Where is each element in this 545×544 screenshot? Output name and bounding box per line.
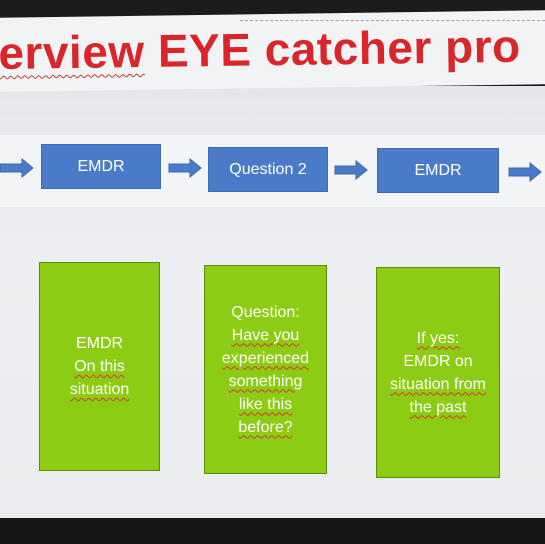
card-line: If yes: <box>416 329 460 347</box>
card-line: Have you <box>231 326 300 344</box>
arrow-right-icon <box>508 162 542 182</box>
flow-box-label: EMDR <box>77 157 125 175</box>
title-part-2: EYE catcher pro <box>144 19 522 77</box>
title-guide-line <box>240 20 545 21</box>
card-line: Question: <box>231 303 300 321</box>
slide-title: erview EYE catcher pro <box>0 19 521 80</box>
card-if-yes: If yes: EMDR on situation from the past <box>376 267 500 478</box>
title-part-1: erview <box>0 24 145 79</box>
flow-box-label: Question 2 <box>229 160 307 178</box>
card-line: On this <box>74 358 125 375</box>
flow-box-emdr-2: EMDR <box>377 148 499 193</box>
card-line: like this <box>238 395 293 413</box>
card-emdr-situation: EMDR On this situation <box>39 262 160 471</box>
arrow-right-icon <box>334 160 368 180</box>
card-line: something <box>228 372 303 390</box>
arrow-right-icon <box>0 158 34 178</box>
card-line: EMDR on <box>403 352 473 370</box>
card-question: Question: Have you experienced something… <box>204 265 327 474</box>
card-line: experienced <box>221 349 310 367</box>
arrow-right-icon <box>168 158 202 178</box>
card-line: the past <box>409 398 467 416</box>
bottom-frame <box>0 518 545 544</box>
flow-box-label: EMDR <box>414 161 462 179</box>
card-line: situation <box>69 381 130 398</box>
flow-box-emdr-1: EMDR <box>41 144 161 189</box>
flow-box-question-2: Question 2 <box>208 147 328 192</box>
card-line: EMDR <box>75 335 124 352</box>
card-line: before? <box>238 418 293 436</box>
card-line: situation from <box>389 375 487 393</box>
